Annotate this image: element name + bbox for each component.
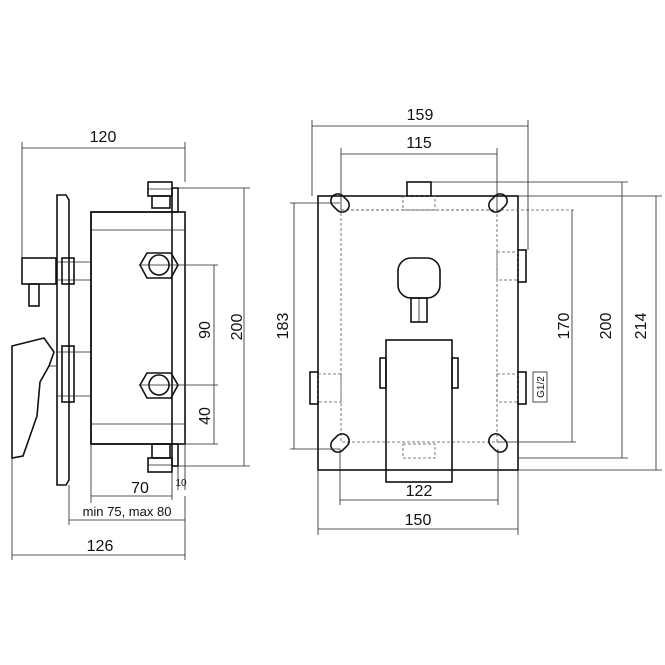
mounting-slot-top-right [488,193,508,213]
dim-install-range: min 75, max 80 [83,504,172,519]
front-right-bottom-connector [496,371,527,405]
dim-120: 120 [90,129,117,146]
dim-122: 122 [406,483,433,500]
front-bottom-connector [402,443,436,459]
mounting-slot-bottom-left [330,433,350,453]
dim-70: 70 [131,480,149,497]
front-knob [397,257,441,323]
escutcheon-plate [56,194,70,486]
front-left-connector [309,371,342,405]
dim-150: 150 [405,512,432,529]
dim-40: 40 [197,407,214,425]
dim-214: 214 [633,313,650,340]
valve-body [90,211,186,445]
top-connector [147,181,179,213]
dim-115: 115 [406,135,432,152]
dim-10: 10 [175,478,187,489]
control-knob [21,257,91,307]
dim-126: 126 [87,538,114,555]
dim-183: 183 [275,313,292,340]
bottom-connector [147,443,179,473]
front-right-top-connector [496,249,527,283]
front-top-connector [402,181,436,211]
front-lever [379,339,459,483]
front-body [317,195,519,471]
mounting-slot-top-left [330,193,350,213]
side-view: 120 200 90 40 70 10 min 75, max 80 [11,129,250,560]
thread-label: G1/2 [536,376,547,398]
dim-200-front: 200 [598,313,615,340]
dim-200-side: 200 [229,314,246,341]
dim-170: 170 [556,313,573,340]
mounting-slot-bottom-right [488,433,508,453]
dim-159: 159 [407,107,434,124]
front-view: 159 115 183 170 200 214 G1/2 122 [275,107,662,535]
upper-hex-nut [139,252,185,279]
dim-90: 90 [197,321,214,339]
lower-hex-nut [139,372,185,399]
lever-handle [11,337,91,459]
inner-frame [340,209,498,443]
